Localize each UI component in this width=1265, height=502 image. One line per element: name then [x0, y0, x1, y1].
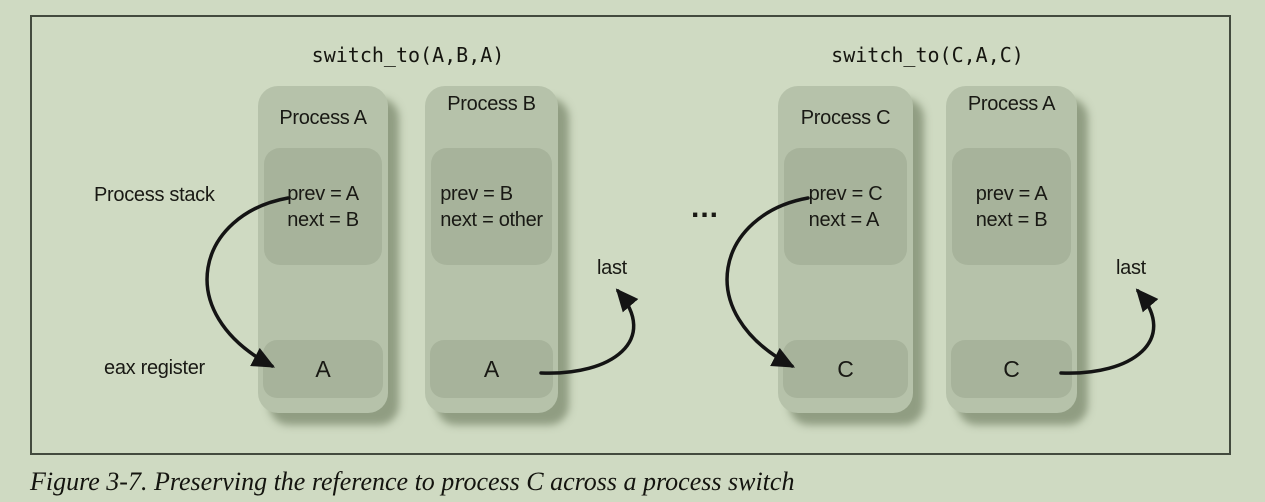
- process-card-b-left: Process B prev = B next = other A: [425, 86, 558, 413]
- next-field: next = B: [287, 208, 359, 231]
- eax-value-box: C: [783, 340, 908, 398]
- process-card-a-right: Process A prev = A next = B C: [946, 86, 1077, 413]
- process-stack-box: prev = C next = A: [784, 148, 907, 265]
- eax-value: C: [1003, 355, 1020, 382]
- prev-field: prev = B: [440, 182, 513, 205]
- process-stack-box: prev = B next = other: [431, 148, 552, 265]
- eax-value: A: [483, 355, 500, 382]
- eax-value: A: [315, 355, 331, 382]
- diagram-border: [30, 15, 1231, 455]
- eax-value: C: [837, 355, 854, 382]
- switch-to-cac-title: switch_to(C,A,C): [831, 43, 1024, 67]
- process-card-c-right: Process C prev = C next = A C: [778, 86, 913, 413]
- process-card-title: Process A: [967, 93, 1056, 115]
- process-stack-label: Process stack: [94, 184, 215, 206]
- last-label-left: last: [597, 257, 627, 279]
- eax-value-box: A: [430, 340, 553, 398]
- process-card-a-left: Process A prev = A next = B A: [258, 86, 388, 413]
- switch-to-aba-title: switch_to(A,B,A): [311, 43, 505, 67]
- ellipsis-dots: ...: [691, 191, 720, 224]
- process-card-title: Process C: [800, 107, 891, 129]
- process-stack-box: prev = A next = B: [952, 148, 1071, 265]
- eax-value-box: A: [263, 340, 383, 398]
- process-card-title: Process B: [447, 93, 536, 115]
- figure-caption: Figure 3-7. Preserving the reference to …: [30, 467, 795, 496]
- prev-field: prev = A: [287, 182, 359, 205]
- next-field: next = B: [975, 208, 1048, 231]
- process-stack-box: prev = A next = B: [264, 148, 382, 265]
- eax-register-label: eax register: [104, 357, 205, 379]
- last-label-right: last: [1116, 257, 1146, 279]
- next-field: next = other: [440, 208, 543, 231]
- next-field: next = A: [808, 208, 880, 231]
- process-card-title: Process A: [279, 107, 367, 129]
- prev-field: prev = C: [808, 182, 883, 205]
- eax-value-box: C: [951, 340, 1072, 398]
- prev-field: prev = A: [975, 182, 1048, 205]
